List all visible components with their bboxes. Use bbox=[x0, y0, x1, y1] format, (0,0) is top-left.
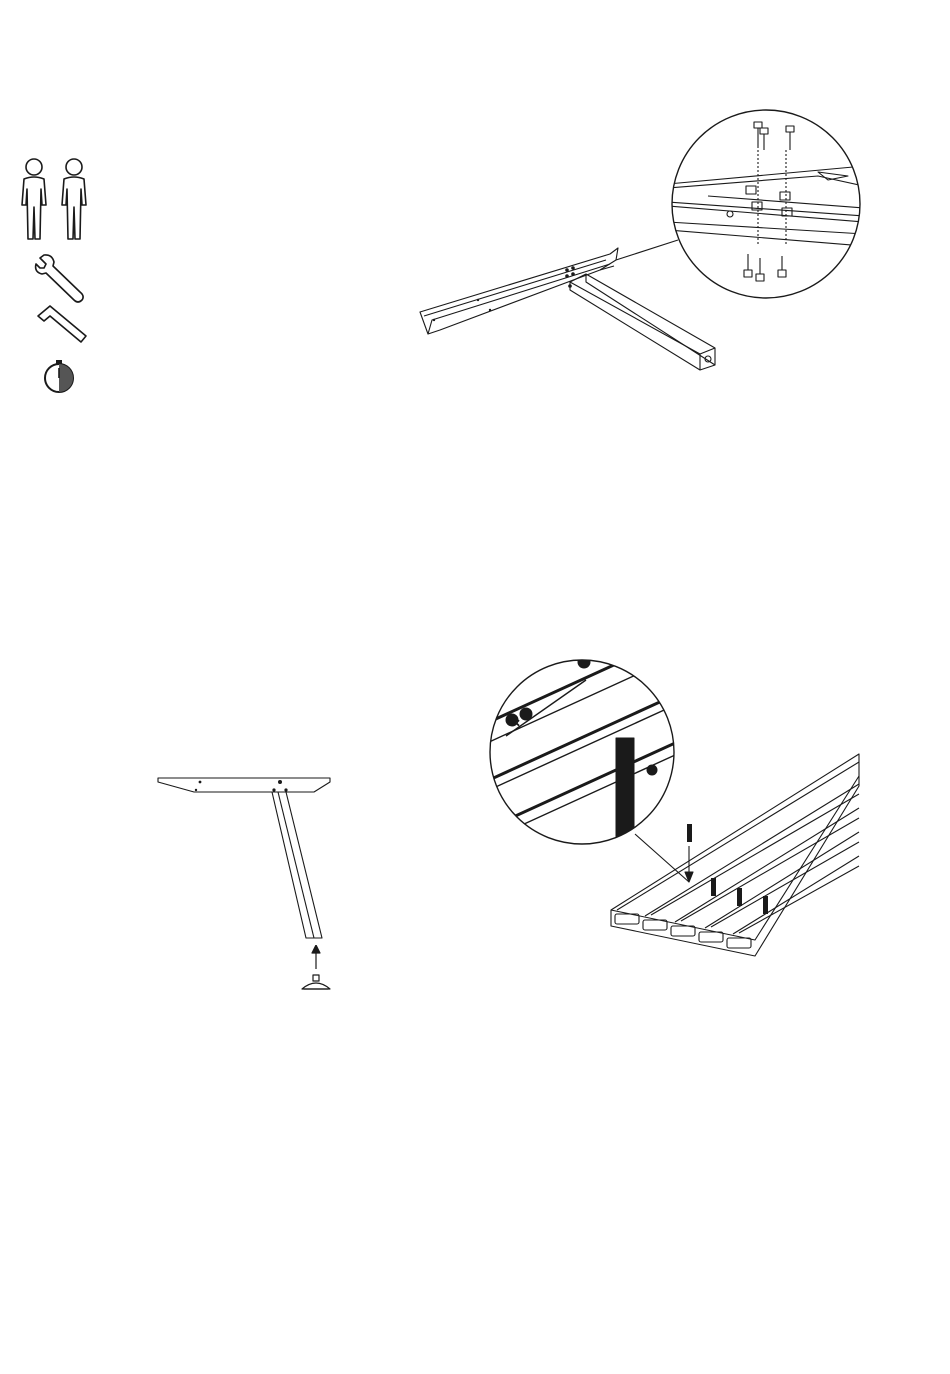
foot-glide bbox=[298, 945, 338, 995]
two-person-icon bbox=[14, 155, 98, 245]
leg-side-view bbox=[150, 770, 340, 950]
hex-key-icon bbox=[36, 304, 88, 344]
wrench-icon bbox=[34, 254, 86, 304]
clock-icon bbox=[42, 360, 76, 394]
svg-text:×: × bbox=[512, 718, 520, 729]
bolt-detail-magnifier bbox=[668, 106, 864, 302]
clip-detail-magnifier: × bbox=[486, 656, 678, 848]
